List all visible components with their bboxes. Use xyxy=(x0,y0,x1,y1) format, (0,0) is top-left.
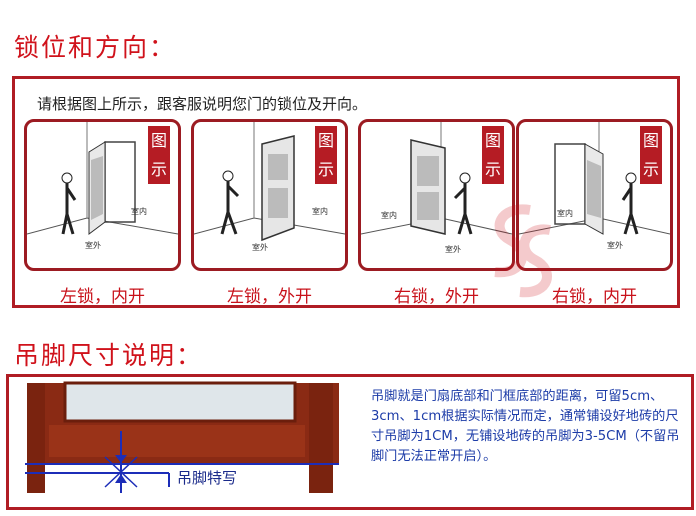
door-illustration: 室内 室外 xyxy=(361,122,512,254)
room-label-inside: 室内 xyxy=(381,210,397,220)
panel-caption: 右锁，内开 xyxy=(552,287,637,307)
badge-icon: 图示 xyxy=(315,126,337,184)
room-label-inside: 室内 xyxy=(312,206,328,216)
badge-icon: 图示 xyxy=(148,126,170,184)
door-illustration: 室内 室外 xyxy=(194,122,345,252)
room-label-inside: 室内 xyxy=(131,206,147,216)
room-label-outside: 室外 xyxy=(445,244,461,254)
panel-caption: 右锁，外开 xyxy=(394,287,479,307)
room-label-outside: 室外 xyxy=(252,242,268,252)
panel-caption: 左锁，内开 xyxy=(60,287,145,307)
foot-size-note: 吊脚就是门扇底部和门框底部的距离，可留5cm、3cm、1cm根据实际情况而定，通… xyxy=(371,389,680,464)
section1-title: 锁位和方向： xyxy=(14,33,177,62)
badge-icon: 图示 xyxy=(640,126,662,184)
logo-watermark-icon xyxy=(494,204,552,298)
foot-size-frame: 吊脚特写 吊脚就是门扇底部和门框底部的距离，可留5cm、3cm、1cm根据实际情… xyxy=(6,374,694,510)
instruction-text: 请根据图上所示，跟客服说明您门的锁位及开向。 xyxy=(37,95,368,113)
panel-right-lock-outward: 室内 室外 图示 xyxy=(358,119,515,271)
room-label-outside: 室外 xyxy=(85,240,101,250)
panel-right-lock-inward: 室内 室外 图示 xyxy=(516,119,673,271)
section2-title: 吊脚尺寸说明： xyxy=(14,341,204,370)
panel-caption: 左锁，外开 xyxy=(227,287,312,307)
lock-direction-frame: 请根据图上所示，跟客服说明您门的锁位及开向。 室内 室外 图示 左锁，内开 室内 xyxy=(12,76,680,308)
door-illustration: 室内 室外 xyxy=(27,122,178,250)
door-illustration: 室内 室外 xyxy=(519,122,670,250)
foot-closeup-label: 吊脚特写 xyxy=(177,469,238,487)
panel-left-lock-inward: 室内 室外 图示 xyxy=(24,119,181,271)
badge-icon: 图示 xyxy=(482,126,504,184)
door-foot-closeup xyxy=(25,381,339,493)
panel-left-lock-outward: 室内 室外 图示 xyxy=(191,119,348,271)
room-label-inside: 室内 xyxy=(557,208,573,218)
room-label-outside: 室外 xyxy=(607,240,623,250)
